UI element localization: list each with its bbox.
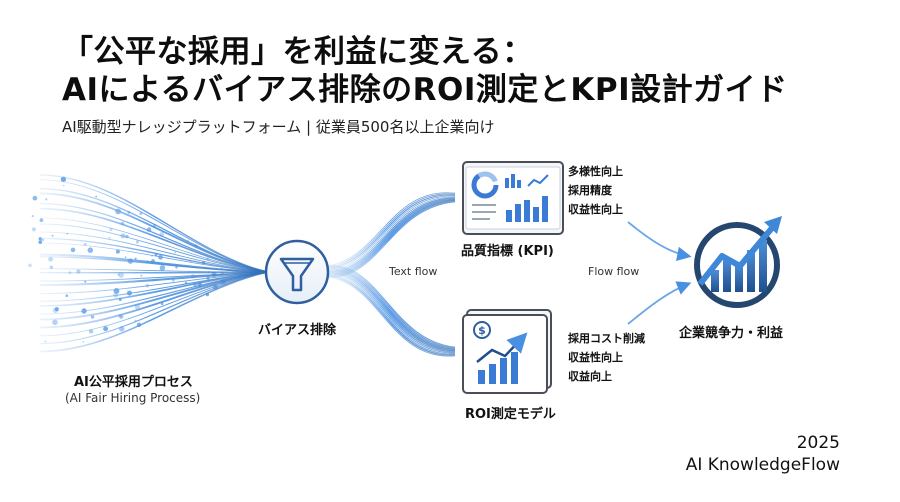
flow-stream [325, 274, 456, 356]
process-label: AI公平採用プロセス [74, 375, 193, 390]
particle [103, 326, 109, 332]
converge-arrows [627, 221, 692, 325]
kpi-note: 収益性向上 [568, 203, 623, 216]
flow-stream [39, 207, 269, 273]
flow-stream [325, 271, 456, 353]
flow-stream [39, 271, 269, 345]
particle [174, 251, 176, 254]
particle [95, 195, 98, 198]
particle [140, 274, 143, 277]
particle [52, 319, 58, 326]
flow-stream [325, 195, 456, 270]
kpi-label: 品質指標 (KPI) [461, 244, 554, 259]
flow-stream [325, 267, 456, 350]
particle [31, 227, 37, 232]
particle [115, 249, 120, 254]
particle [39, 218, 44, 223]
particle [51, 234, 54, 237]
title-line-2: AIによるバイアス排除のROI測定とKPI設計ガイド [62, 72, 788, 108]
flow-stream [325, 268, 456, 351]
flow-stream [39, 271, 269, 295]
flow-stream [325, 272, 456, 354]
particle [44, 340, 47, 343]
flow-streams [39, 174, 456, 357]
flow-stream [39, 174, 269, 273]
particle [84, 280, 87, 283]
particle [135, 240, 139, 244]
particle [117, 273, 120, 276]
particle [48, 256, 54, 262]
bias-removal-label: バイアス排除 [258, 323, 337, 338]
flow-stream [325, 273, 456, 355]
particle [65, 294, 69, 298]
page-title: 「公平な採用」を利益に変える： AIによるバイアス排除のROI測定とKPI設計ガ… [62, 33, 788, 109]
flow-stream [39, 271, 269, 337]
funnel-icon [264, 239, 330, 305]
kpi-note: 採用精度 [568, 184, 612, 197]
kpi-note: 多様性向上 [568, 165, 623, 178]
flow-stream [39, 179, 269, 273]
flow-stream [39, 271, 269, 274]
flow-stream [39, 271, 269, 353]
roi-chart-icon: $ [462, 309, 552, 394]
particle [62, 184, 65, 187]
flow-stream [39, 242, 269, 273]
flow-stream [39, 223, 269, 273]
roi-note: 収益向上 [568, 370, 612, 383]
flow-stream [325, 265, 456, 348]
flow-stream [39, 192, 269, 273]
flow-stream [325, 193, 456, 268]
flow-stream [325, 266, 456, 349]
footer: 2025 AI KnowledgeFlow [686, 432, 840, 476]
roi-notes: 採用コスト削減 収益性向上 収益向上 [568, 329, 645, 386]
footer-brand: AI KnowledgeFlow [685, 455, 840, 475]
title-line-1: 「公平な採用」を利益に変える： [62, 34, 534, 70]
growth-chart-icon [694, 216, 782, 308]
flow-stream [39, 271, 269, 287]
flow-stream [39, 217, 269, 273]
particle [82, 341, 85, 343]
roi-label: ROI測定モデル [465, 407, 556, 422]
particle [158, 254, 163, 260]
particle [31, 215, 34, 218]
roi-note: 収益性向上 [568, 351, 623, 364]
particle [90, 315, 95, 319]
flow-stream [325, 270, 456, 352]
text-flow-label: Text flow [389, 265, 438, 278]
particle [41, 238, 45, 242]
particle [160, 302, 164, 306]
kpi-notes: 多様性向上 採用精度 収益性向上 [568, 162, 623, 219]
flow-stream [325, 194, 456, 269]
particle [28, 263, 32, 268]
particle [32, 195, 38, 201]
particle [45, 198, 48, 201]
particle [70, 247, 76, 253]
subtitle: AI駆動型ナレッジプラットフォーム | 従業員500名以上企業向け [62, 118, 495, 136]
flow-stream [39, 271, 269, 329]
roi-note: 採用コスト削減 [568, 332, 645, 345]
footer-year: 2025 [796, 433, 840, 453]
flow-stream [39, 256, 269, 273]
particle [134, 257, 137, 260]
flow-stream [325, 276, 456, 357]
flow-flow-label: Flow flow [588, 265, 640, 278]
particle [118, 272, 124, 278]
particle [124, 256, 127, 259]
particle [54, 307, 59, 312]
particle [159, 265, 166, 271]
outcome-label: 企業競争力・利益 [679, 326, 784, 341]
svg-text:$: $ [478, 324, 486, 337]
particle [175, 265, 178, 269]
flow-stream [325, 192, 456, 267]
particle [87, 247, 94, 253]
flow-stream [39, 237, 269, 273]
particle [49, 265, 54, 270]
particle [88, 329, 94, 334]
flow-stream [39, 271, 269, 307]
process-sublabel: (AI Fair Hiring Process) [65, 391, 201, 405]
dashboard-icon [462, 161, 564, 235]
particle [108, 236, 111, 239]
